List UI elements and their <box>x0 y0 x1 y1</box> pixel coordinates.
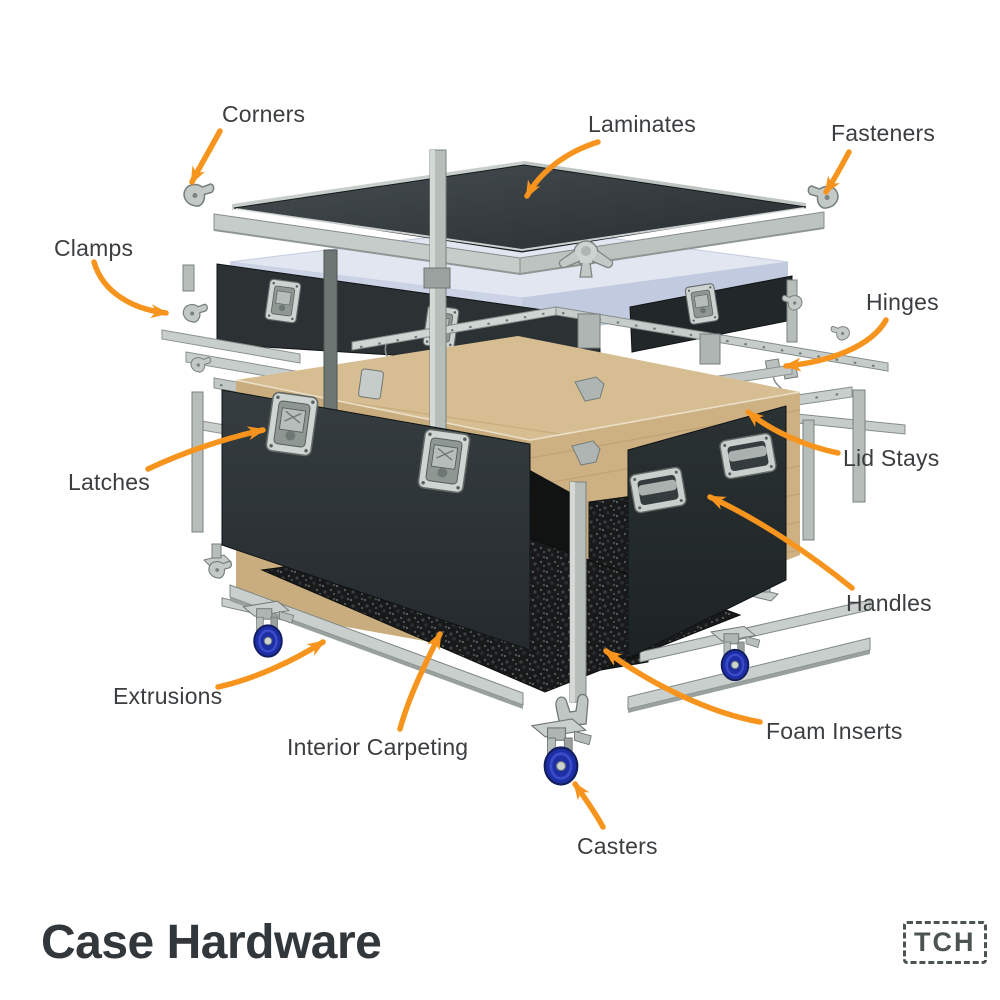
extrusions-arrow <box>215 639 326 690</box>
label-fasteners: Fasteners <box>831 120 936 146</box>
corner-extrusion-center <box>423 149 451 479</box>
label-corners: Corners <box>222 101 306 127</box>
caster-left <box>242 599 295 658</box>
clamp-piece <box>830 325 850 341</box>
latches-arrow <box>145 426 266 472</box>
clamps-arrow <box>91 259 169 319</box>
front-right-panel <box>627 405 787 659</box>
clamp-piece <box>182 303 208 323</box>
label-hinges: Hinges <box>866 289 939 315</box>
vertical-extrusion <box>191 391 204 533</box>
lid-assembly <box>213 161 825 276</box>
ball-corner-piece <box>183 183 215 207</box>
label-extrusions: Extrusions <box>113 683 223 709</box>
side-hardware-right <box>781 279 866 541</box>
laminates-arrow <box>524 139 601 199</box>
hinge-plate <box>358 368 384 400</box>
stacking-ball-corner <box>558 240 614 278</box>
latch-plate <box>684 282 720 326</box>
corner-brace <box>571 440 601 466</box>
vertical-extrusion <box>852 389 866 503</box>
vertical-extrusion <box>802 419 815 541</box>
casters-arrow <box>572 781 606 830</box>
callout-arrows <box>91 128 889 830</box>
label-clamps: Clamps <box>54 235 134 261</box>
label-interior-carpeting: Interior Carpeting <box>287 734 469 760</box>
side-hardware-left <box>182 264 212 533</box>
caster-center <box>530 693 593 786</box>
recessed-handle <box>718 431 778 481</box>
label-handles: Handles <box>846 590 932 616</box>
corner-brace <box>574 376 605 402</box>
label-latches: Latches <box>68 469 150 495</box>
corner-extrusion-dark <box>323 249 338 436</box>
label-casters: Casters <box>577 833 658 859</box>
fastener-piece <box>807 185 839 209</box>
foam-inserts-arrow <box>603 648 763 725</box>
butterfly-latch <box>416 427 472 495</box>
interior-carpeting-arrow <box>397 631 443 732</box>
front-left-panel <box>221 389 531 651</box>
label-foam-inserts: Foam Inserts <box>766 718 903 744</box>
latch-plate <box>264 278 302 324</box>
lid-stays-arrow <box>745 409 841 456</box>
corner-extrusion-front <box>569 481 587 703</box>
butterfly-latch <box>264 390 320 458</box>
clamp-block <box>699 333 721 365</box>
clamp-block <box>577 313 601 349</box>
brand-logo: TCH <box>903 921 987 964</box>
label-lid-stays: Lid Stays <box>843 445 940 471</box>
fasteners-arrow <box>823 149 852 195</box>
label-laminates: Laminates <box>588 111 696 137</box>
handles-arrow <box>707 494 855 591</box>
hinges-arrow <box>783 317 889 372</box>
fastener-piece <box>208 560 233 579</box>
recessed-handle <box>628 465 688 515</box>
lid-top-laminate <box>233 164 807 253</box>
corners-arrow <box>189 128 223 185</box>
page-title: Case Hardware <box>41 916 382 969</box>
